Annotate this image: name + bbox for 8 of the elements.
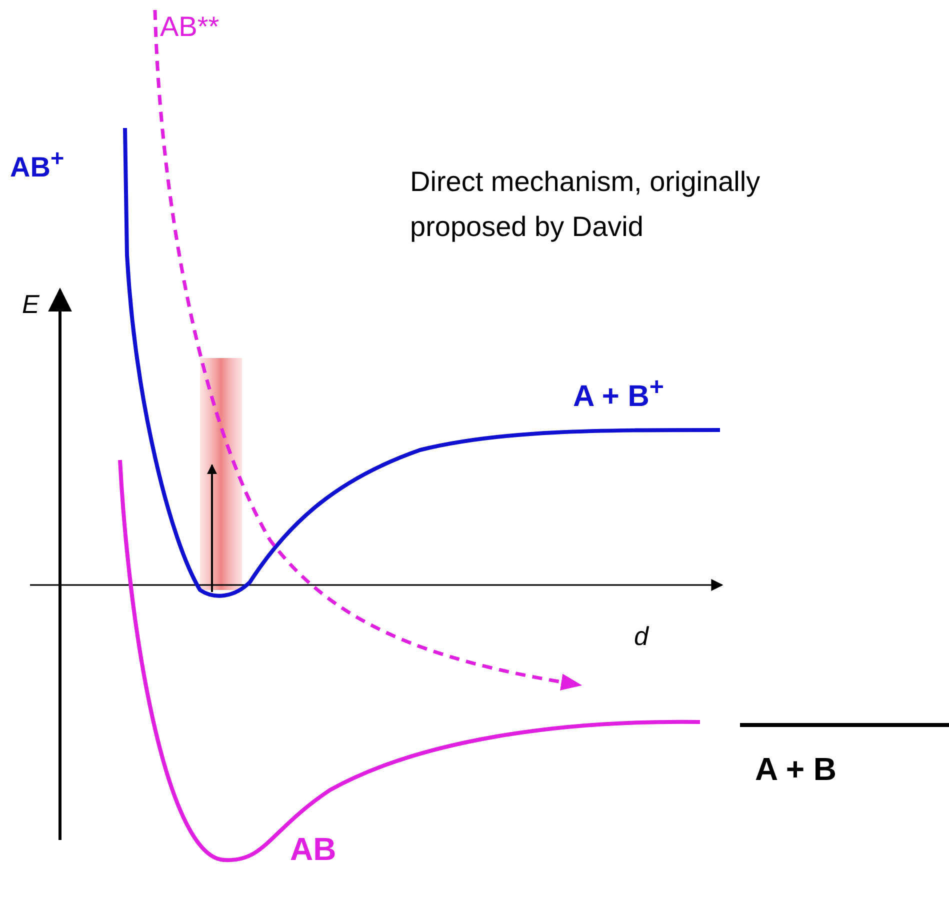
state-label: AB	[290, 832, 336, 868]
state-label: AB**	[160, 12, 220, 43]
state-label: AB$^{+}$	[10, 146, 64, 184]
state-label: A + B$^{+}$	[573, 374, 664, 413]
axis-label: d	[634, 622, 648, 651]
axis-label: E	[22, 290, 40, 319]
note-text: Direct mechanism, originally proposed by David	[410, 165, 762, 244]
state-label: A + B	[755, 752, 836, 788]
